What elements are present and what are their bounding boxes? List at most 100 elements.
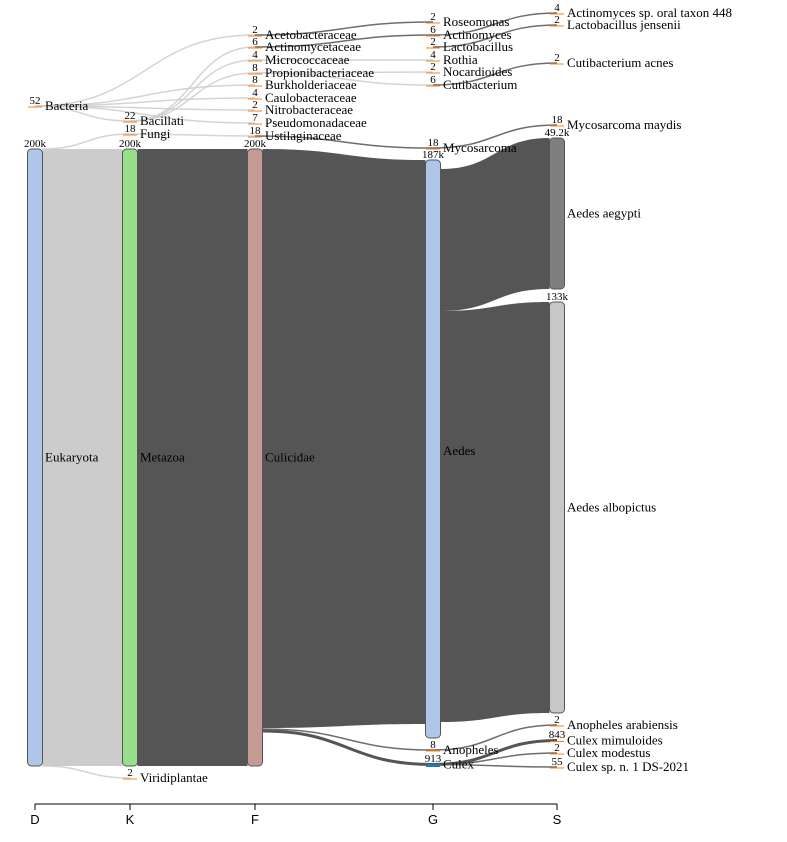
node-label-ustilaginaceae: Ustilaginaceae bbox=[265, 128, 342, 143]
node-count-lactobacillus_jensenii: 2 bbox=[554, 14, 560, 26]
link-bacteria-pseudomonadaceae[interactable] bbox=[34, 105, 256, 124]
node-count-propionibacteriaceae: 8 bbox=[252, 62, 258, 74]
link-eukaryota-metazoa[interactable] bbox=[42, 149, 123, 766]
node-count-nitrobacteraceae: 2 bbox=[252, 99, 258, 111]
node-layer bbox=[27, 13, 565, 780]
node-label-culex_mimuloides: Culex mimuloides bbox=[567, 733, 663, 748]
node-aedes_albopictus[interactable] bbox=[549, 301, 565, 714]
link-eukaryota-fungi[interactable] bbox=[42, 133, 131, 150]
node-label-aedes: Aedes bbox=[443, 443, 476, 458]
node-count-burkholderiaceae: 8 bbox=[252, 74, 258, 86]
link-mycosarcoma-mycosarcoma_maydis[interactable] bbox=[432, 124, 558, 149]
node-count-micrococcaceae: 4 bbox=[252, 49, 258, 61]
link-cutibacterium-cutibacterium_acnes[interactable] bbox=[432, 62, 558, 86]
link-actinomycetaceae-actinomyces[interactable] bbox=[254, 34, 434, 48]
node-aedes[interactable] bbox=[425, 159, 441, 739]
node-aedes_aegypti[interactable] bbox=[549, 137, 565, 290]
node-count-mycosarcoma: 18 bbox=[428, 137, 440, 149]
node-label-caulobacteraceae: Caulobacteraceae bbox=[265, 90, 357, 105]
node-label-aedes_aegypti: Aedes aegypti bbox=[567, 206, 641, 221]
node-count-rothia: 4 bbox=[430, 49, 436, 61]
node-label-burkholderiaceae: Burkholderiaceae bbox=[265, 77, 357, 92]
node-count-bacteria: 52 bbox=[30, 95, 41, 107]
node-count-fungi: 18 bbox=[125, 123, 137, 135]
link-layer bbox=[34, 12, 558, 779]
node-count-mycosarcoma_maydis: 18 bbox=[552, 114, 564, 126]
node-label-pseudomonadaceae: Pseudomonadaceae bbox=[265, 115, 367, 130]
node-label-bacillati: Bacillati bbox=[140, 113, 184, 128]
node-label-acetobacteraceae: Acetobacteraceae bbox=[265, 27, 357, 42]
node-label-cutibacterium: Cutibacterium bbox=[443, 77, 517, 92]
node-count-lactobacillus: 2 bbox=[430, 36, 436, 48]
node-count-eukaryota: 200k bbox=[24, 138, 47, 150]
node-label-anopheles_arabiensis: Anopheles arabiensis bbox=[567, 717, 678, 732]
node-count-aedes_aegypti: 49.2k bbox=[545, 127, 570, 139]
node-label-nocardioides: Nocardioides bbox=[443, 64, 512, 79]
link-fungi-ustilaginaceae[interactable] bbox=[129, 133, 256, 137]
node-label-culex_modestus: Culex modestus bbox=[567, 745, 650, 760]
link-aedes-aedes_albopictus[interactable] bbox=[440, 302, 550, 722]
node-count-cutibacterium: 6 bbox=[430, 74, 436, 86]
node-label-cutibacterium_acnes: Cutibacterium acnes bbox=[567, 55, 674, 70]
node-count-actinomyces: 6 bbox=[430, 24, 436, 36]
node-culicidae[interactable] bbox=[247, 148, 263, 767]
link-bacillati-propionibacteriaceae[interactable] bbox=[129, 72, 256, 122]
node-label-eukaryota: Eukaryota bbox=[45, 450, 99, 465]
link-culex-culex_sp_n1[interactable] bbox=[432, 763, 558, 768]
link-metazoa-culicidae[interactable] bbox=[137, 149, 248, 766]
node-label-lactobacillus: Lactobacillus bbox=[443, 39, 513, 54]
node-count-acetobacteraceae: 2 bbox=[252, 24, 258, 36]
node-count-cutibacterium_acnes: 2 bbox=[554, 52, 560, 64]
level-tick-label-F: F bbox=[251, 812, 259, 827]
link-bacteria-acetobacteraceae[interactable] bbox=[34, 34, 256, 107]
node-count-viridiplantae: 2 bbox=[127, 767, 133, 779]
node-count-bacillati: 22 bbox=[125, 110, 136, 122]
link-lactobacillus-lactobacillus_jensenii[interactable] bbox=[432, 24, 558, 48]
node-label-actinomyces: Actinomyces bbox=[443, 27, 512, 42]
link-anopheles-anopheles_arabiensis[interactable] bbox=[432, 724, 558, 751]
link-culicidae-culex[interactable] bbox=[262, 729, 434, 766]
node-count-culex_modestus: 2 bbox=[554, 742, 560, 754]
link-ustilaginaceae-mycosarcoma[interactable] bbox=[254, 135, 434, 149]
level-tick-label-S: S bbox=[553, 812, 562, 827]
node-count-roseomonas: 2 bbox=[430, 11, 436, 23]
node-label-nitrobacteraceae: Nitrobacteraceae bbox=[265, 102, 353, 117]
node-count-culicidae: 200k bbox=[244, 138, 267, 150]
link-culicidae-anopheles[interactable] bbox=[262, 728, 434, 751]
link-actinomyces-actinomyces_oral[interactable] bbox=[432, 12, 558, 36]
node-label-actinomycetaceae: Actinomycetaceae bbox=[265, 39, 361, 54]
node-count-culex_mimuloides: 843 bbox=[549, 729, 566, 741]
node-label-roseomonas: Roseomonas bbox=[443, 14, 509, 29]
node-label-actinomyces_oral: Actinomyces sp. oral taxon 448 bbox=[567, 5, 732, 20]
link-culicidae-aedes[interactable] bbox=[262, 149, 426, 728]
node-label-rothia: Rothia bbox=[443, 52, 478, 67]
link-bacillati-micrococcaceae[interactable] bbox=[129, 59, 256, 122]
node-label-lactobacillus_jensenii: Lactobacillus jensenii bbox=[567, 17, 681, 32]
node-label-culex_sp_n1: Culex sp. n. 1 DS-2021 bbox=[567, 759, 689, 774]
node-label-anopheles: Anopheles bbox=[443, 742, 499, 757]
node-label-bacteria: Bacteria bbox=[45, 98, 89, 113]
link-acetobacteraceae-roseomonas[interactable] bbox=[254, 21, 434, 36]
level-tick-label-K: K bbox=[126, 812, 135, 827]
node-count-nocardioides: 2 bbox=[430, 61, 436, 73]
link-eukaryota-viridiplantae[interactable] bbox=[42, 765, 131, 779]
node-count-anopheles: 8 bbox=[430, 739, 436, 751]
node-count-caulobacteraceae: 4 bbox=[252, 87, 258, 99]
node-label-metazoa: Metazoa bbox=[140, 450, 185, 465]
link-aedes-aedes_aegypti[interactable] bbox=[440, 138, 550, 311]
node-label-culex: Culex bbox=[443, 757, 475, 772]
node-label-viridiplantae: Viridiplantae bbox=[140, 770, 208, 785]
link-propionibacteriaceae-cutibacterium[interactable] bbox=[254, 72, 434, 86]
node-count-anopheles_arabiensis: 2 bbox=[554, 714, 560, 726]
node-count-aedes_albopictus: 133k bbox=[546, 291, 569, 303]
node-label-mycosarcoma_maydis: Mycosarcoma maydis bbox=[567, 117, 681, 132]
node-metazoa[interactable] bbox=[122, 148, 138, 767]
node-count-actinomycetaceae: 6 bbox=[252, 36, 258, 48]
level-tick-label-D: D bbox=[30, 812, 39, 827]
node-label-propionibacteriaceae: Propionibacteriaceae bbox=[265, 65, 374, 80]
node-label-mycosarcoma: Mycosarcoma bbox=[443, 140, 517, 155]
node-eukaryota[interactable] bbox=[27, 148, 43, 767]
node-label-aedes_albopictus: Aedes albopictus bbox=[567, 500, 656, 515]
node-count-actinomyces_oral: 4 bbox=[554, 2, 560, 14]
